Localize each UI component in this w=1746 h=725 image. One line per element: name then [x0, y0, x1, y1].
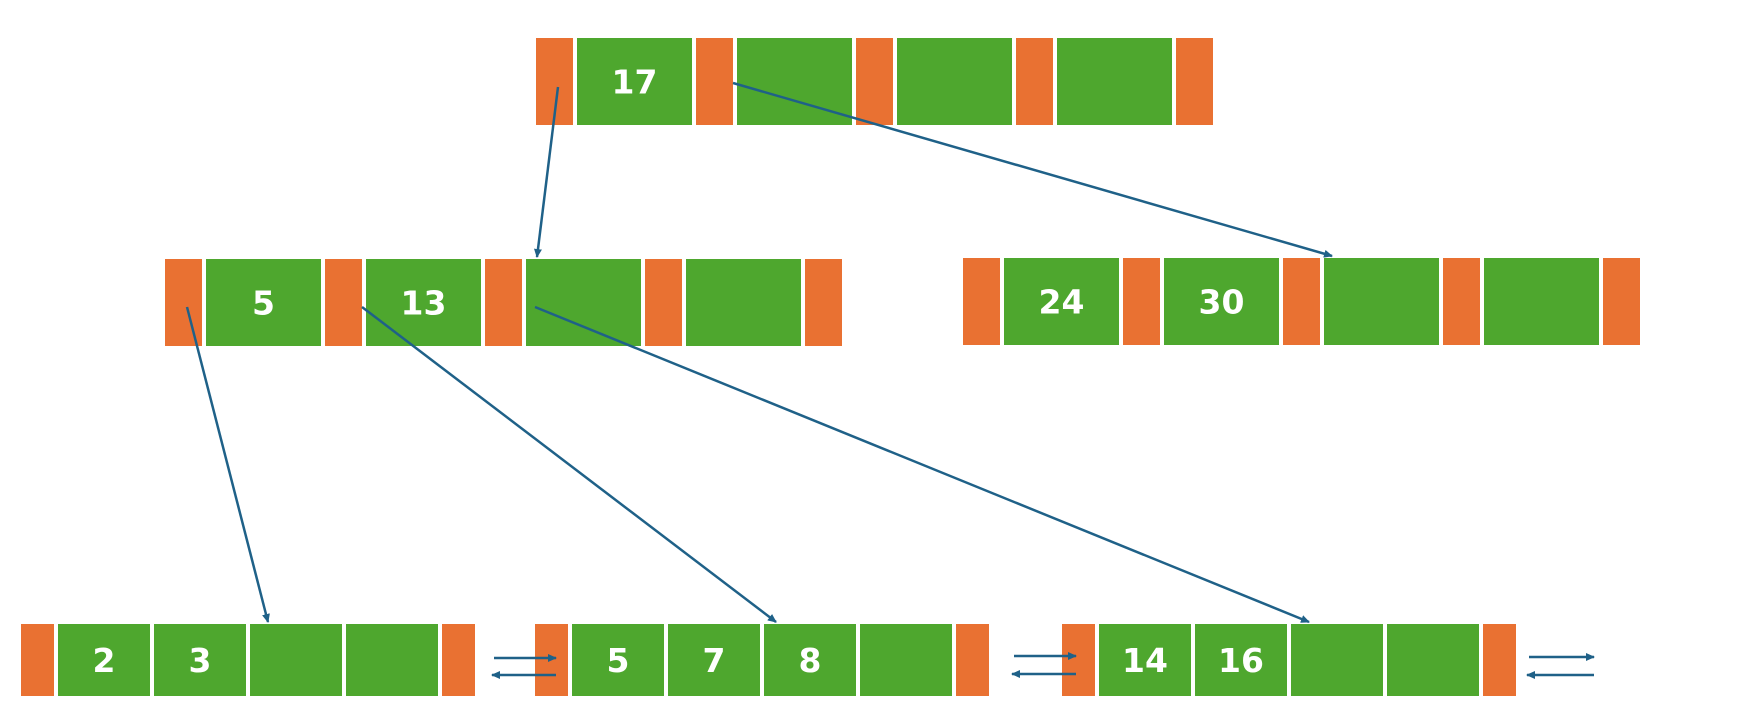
- key-label: 30: [1199, 283, 1245, 322]
- key-cell: [1099, 624, 1191, 696]
- pointer-cell: [645, 259, 682, 346]
- key-cell: [577, 38, 692, 125]
- key-label: 5: [607, 641, 630, 680]
- pointer-arrow: [361, 306, 777, 623]
- key-cell: [1387, 624, 1479, 696]
- pointer-cell: [1062, 624, 1095, 696]
- pointer-cell: [1283, 258, 1320, 345]
- key-label: 7: [703, 641, 726, 680]
- key-cell: [1291, 624, 1383, 696]
- pointer-arrow: [534, 305, 1310, 624]
- key-cell: [737, 38, 852, 125]
- key-label: 2: [93, 641, 116, 680]
- key-cell: [860, 624, 952, 696]
- pointer-cell: [1443, 258, 1480, 345]
- key-cell: [572, 624, 664, 696]
- pointer-cell: [485, 259, 522, 346]
- pointer-cell: [696, 38, 733, 125]
- key-cell: [1164, 258, 1279, 345]
- key-cell: [58, 624, 150, 696]
- pointer-arrow: [534, 86, 560, 258]
- key-label: 5: [252, 284, 275, 323]
- key-cell: [346, 624, 438, 696]
- pointer-arrow: [732, 81, 1333, 258]
- key-cell: [1004, 258, 1119, 345]
- pointer-cell: [165, 259, 202, 346]
- pointer-cell: [1123, 258, 1160, 345]
- key-cell: [1195, 624, 1287, 696]
- key-cell: [206, 259, 321, 346]
- key-cell: [897, 38, 1012, 125]
- key-label: 17: [612, 63, 658, 102]
- sibling-pointer-cell: [442, 624, 475, 696]
- pointer-cell: [1603, 258, 1640, 345]
- sibling-pointer-cell: [956, 624, 989, 696]
- pointer-cell: [805, 259, 842, 346]
- pointer-cell: [535, 624, 568, 696]
- key-label: 14: [1122, 641, 1168, 680]
- key-cell: [668, 624, 760, 696]
- internal-node-right: 24 30: [963, 258, 1640, 345]
- key-cell: [686, 259, 801, 346]
- root-node: 17: [536, 38, 1213, 125]
- key-cell: [1484, 258, 1599, 345]
- pointer-cell: [325, 259, 362, 346]
- pointer-cell: [21, 624, 54, 696]
- pointer-arrow: [185, 306, 270, 623]
- key-cell: [366, 259, 481, 346]
- key-cell: [764, 624, 856, 696]
- leaf-node-3: 14 16: [1062, 624, 1516, 696]
- pointer-cell: [963, 258, 1000, 345]
- pointer-cell: [856, 38, 893, 125]
- sibling-pointer-cell: [1483, 624, 1516, 696]
- key-label: 16: [1218, 641, 1264, 680]
- key-cell: [154, 624, 246, 696]
- key-label: 24: [1039, 283, 1085, 322]
- internal-node-left: 5 13: [165, 259, 842, 346]
- key-label: 3: [189, 641, 212, 680]
- pointer-cell: [1016, 38, 1053, 125]
- key-label: 13: [401, 284, 447, 323]
- key-cell: [250, 624, 342, 696]
- leaf-node-2: 5 7 8: [535, 624, 989, 696]
- key-cell: [526, 259, 641, 346]
- pointer-cell: [1176, 38, 1213, 125]
- key-cell: [1057, 38, 1172, 125]
- key-cell: [1324, 258, 1439, 345]
- key-label: 8: [799, 641, 822, 680]
